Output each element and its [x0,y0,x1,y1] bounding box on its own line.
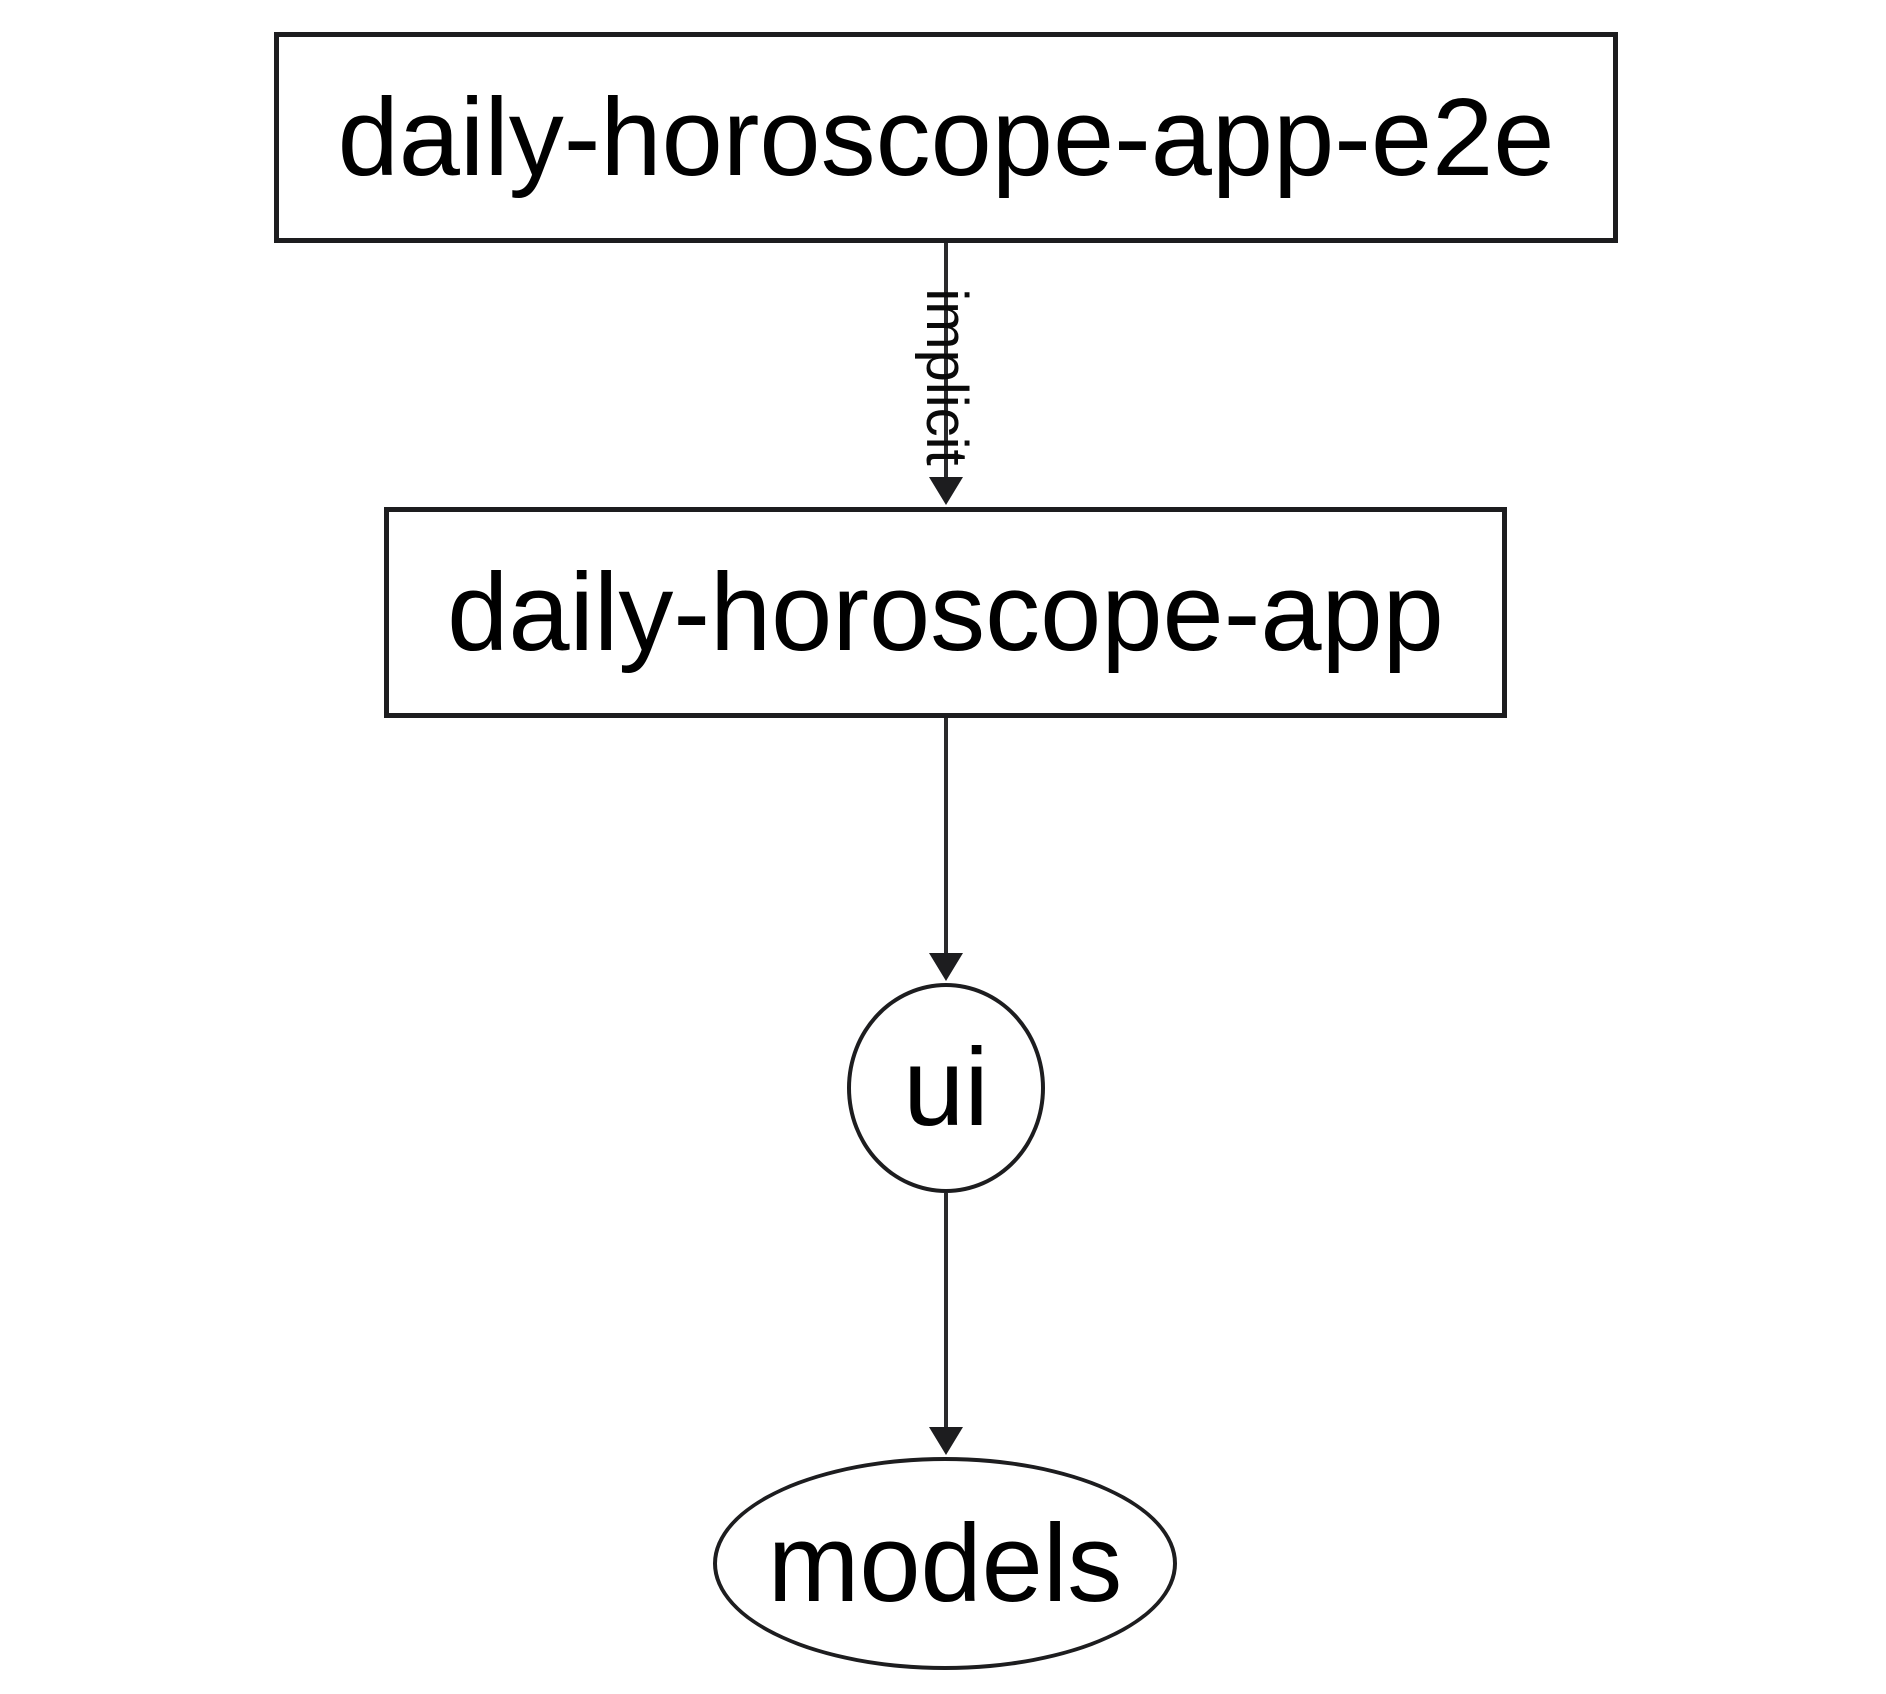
node-daily-horoscope-app: daily-horoscope-app [384,507,1507,718]
arrowhead-down-icon [929,953,963,981]
node-models: models [713,1457,1177,1670]
node-label: ui [903,1026,989,1149]
arrowhead-down-icon [929,477,963,505]
node-ui: ui [847,983,1045,1193]
edge-e2e-to-app-line [944,243,948,478]
node-label: daily-horoscope-app [447,550,1444,674]
edge-ui-to-models-line [944,1193,948,1427]
node-label: daily-horoscope-app-e2e [337,75,1555,199]
arrowhead-down-icon [929,1427,963,1455]
edge-app-to-ui-line [944,718,948,955]
node-label: models [767,1501,1123,1625]
node-daily-horoscope-app-e2e: daily-horoscope-app-e2e [274,32,1618,243]
edge-label-implicit: implicit [914,288,979,466]
